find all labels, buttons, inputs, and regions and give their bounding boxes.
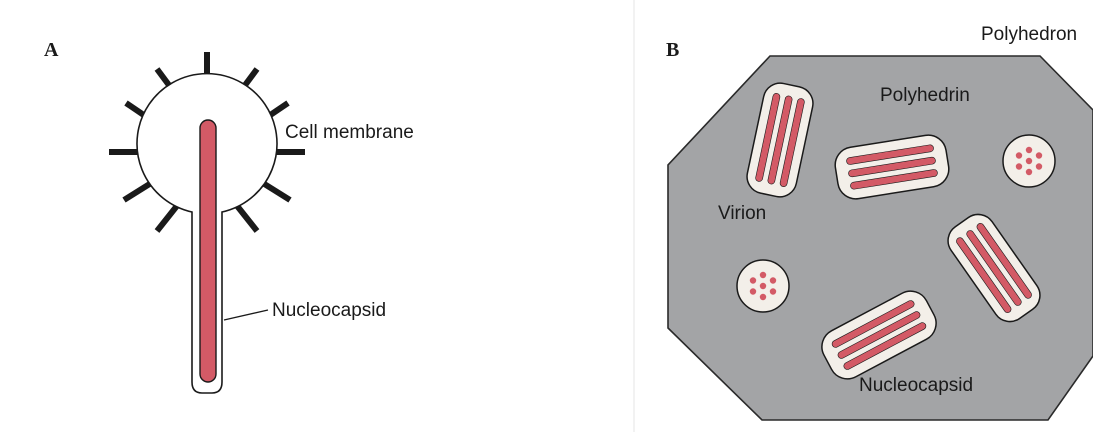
nucleocapsid-section (760, 283, 766, 289)
nucleocapsid-section (750, 288, 756, 294)
nucleocapsid-section (760, 272, 766, 278)
panel-b: B (666, 24, 1093, 420)
label-polyhedrin: Polyhedrin (880, 85, 970, 106)
nucleocapsid-section (1036, 163, 1042, 169)
label-polyhedron: Polyhedron (981, 24, 1077, 45)
nucleocapsid-section (1026, 147, 1032, 153)
nucleocapsid-leader (224, 310, 268, 320)
virion-cross-section (737, 260, 789, 312)
virion-cross-section (1003, 135, 1055, 187)
label-virion: Virion (718, 203, 766, 224)
nucleocapsid-section (770, 288, 776, 294)
nucleocapsid-section (1016, 163, 1022, 169)
panel-b-letter: B (666, 39, 679, 61)
nucleocapsid-section (1016, 152, 1022, 158)
polyhedron-crystal (668, 56, 1093, 420)
nucleocapsid-section (1026, 158, 1032, 164)
nucleocapsid-section (760, 294, 766, 300)
nucleocapsid-section (770, 277, 776, 283)
label-nucleocapsid-a: Nucleocapsid (272, 300, 386, 321)
label-cell-membrane: Cell membrane (285, 122, 414, 143)
panel-a: A Cell membrane Nucleocapsid (44, 39, 414, 393)
panel-a-letter: A (44, 39, 59, 61)
nucleocapsid-section (1036, 152, 1042, 158)
nucleocapsid-section (1026, 169, 1032, 175)
nucleocapsid-rod (200, 120, 216, 382)
label-nucleocapsid-b: Nucleocapsid (859, 375, 973, 396)
nucleocapsid-section (750, 277, 756, 283)
